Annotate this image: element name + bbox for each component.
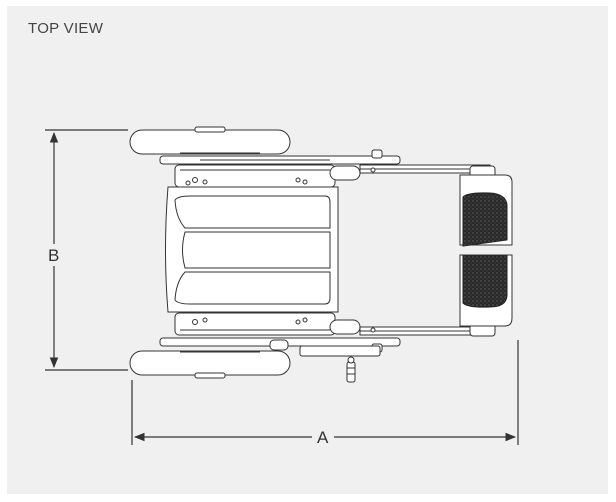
dimension-b (45, 129, 128, 371)
view-title: TOP VIEW (28, 20, 104, 37)
seat (165, 186, 339, 313)
dimension-b-label: B (48, 246, 59, 265)
top-wheel (129, 126, 291, 155)
dimension-a-label: A (317, 428, 329, 447)
brake-lever (346, 356, 356, 383)
footrest (459, 174, 513, 327)
top-frame (159, 149, 496, 188)
dimension-a (131, 340, 519, 445)
bottom-frame (159, 312, 496, 357)
bottom-wheel (129, 350, 291, 379)
